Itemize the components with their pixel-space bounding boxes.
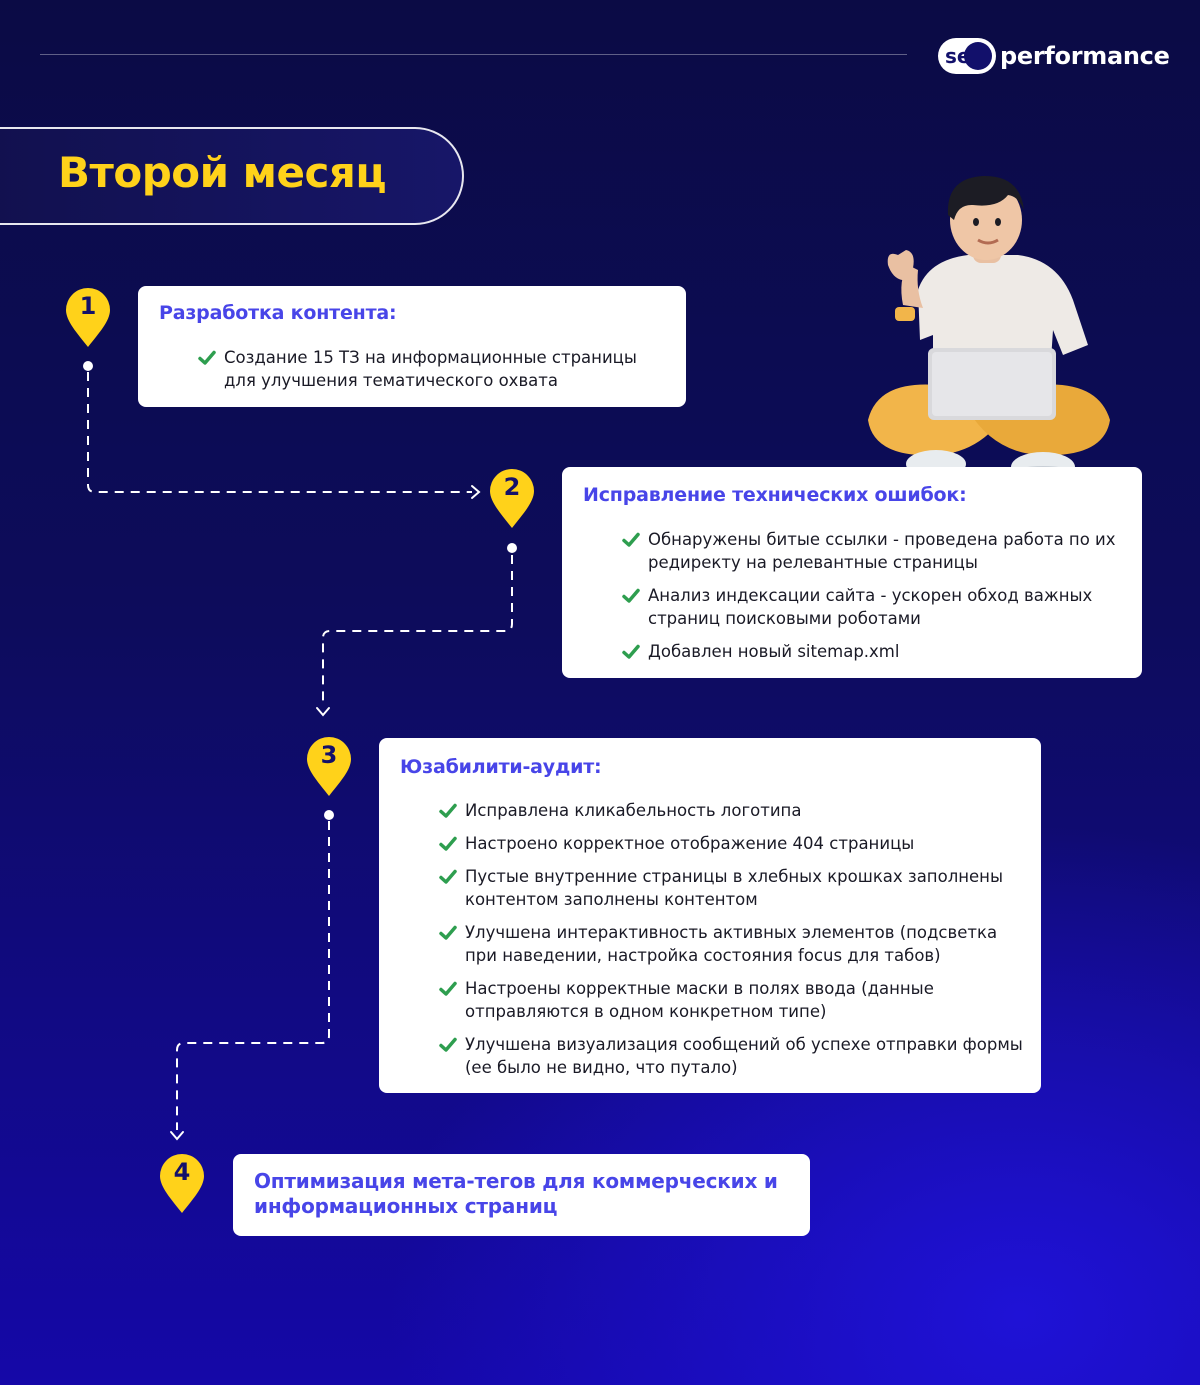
step-3-pin-icon: 3 (304, 736, 354, 798)
person-with-laptop-illustration (868, 175, 1110, 482)
check-icon (622, 588, 640, 603)
step-2-list: Обнаружены битые ссылки - проведена рабо… (622, 528, 1122, 663)
list-item: Добавлен новый sitemap.xml (622, 640, 1122, 663)
list-item-text: Исправлена кликабельность логотипа (465, 801, 802, 820)
list-item-text: Пустые внутренние страницы в хлебных кро… (465, 867, 1003, 909)
step-2-title: Исправление технических ошибок: (583, 484, 967, 506)
step-3-card: Юзабилити-аудит: Исправлена кликабельнос… (379, 738, 1041, 1093)
step-1-title: Разработка контента: (159, 302, 397, 324)
check-icon (198, 350, 216, 365)
check-icon (439, 1037, 457, 1052)
step-1-list: Создание 15 ТЗ на информационные страниц… (198, 346, 668, 392)
check-icon (439, 981, 457, 996)
step-2-card: Исправление технических ошибок: Обнаруже… (562, 467, 1142, 678)
step-4-number: 4 (173, 1158, 191, 1186)
step-4-title: Оптимизация мета-тегов для коммерческих … (254, 1169, 778, 1218)
step-2-pin-icon: 2 (487, 468, 537, 530)
check-icon (622, 644, 640, 659)
check-icon (439, 869, 457, 884)
header-rule (40, 54, 907, 55)
step-2-number: 2 (503, 473, 521, 501)
list-item-text: Улучшена визуализация сообщений об успех… (465, 1035, 1023, 1077)
check-icon (439, 925, 457, 940)
list-item-text: Создание 15 ТЗ на информационные страниц… (224, 348, 637, 390)
list-item-text: Настроены корректные маски в полях ввода… (465, 979, 934, 1021)
list-item: Пустые внутренние страницы в хлебных кро… (439, 865, 1024, 911)
check-icon (439, 836, 457, 851)
list-item: Улучшена интерактивность активных элемен… (439, 921, 1024, 967)
list-item: Анализ индексации сайта - ускорен обход … (622, 584, 1122, 630)
logo-mark: se (938, 38, 996, 74)
logo-se-text: se (945, 44, 971, 68)
list-item: Создание 15 ТЗ на информационные страниц… (198, 346, 668, 392)
connector-3-4 (176, 821, 330, 1130)
step-1-number: 1 (79, 292, 97, 320)
list-item: Улучшена визуализация сообщений об успех… (439, 1033, 1024, 1079)
logo-wordmark: performance (1000, 42, 1170, 70)
step-3-title: Юзабилити-аудит: (400, 756, 602, 778)
step-1-card: Разработка контента: Создание 15 ТЗ на и… (138, 286, 686, 407)
connector-2-3 (322, 555, 513, 706)
step-3-number: 3 (320, 741, 338, 769)
list-item-text: Улучшена интерактивность активных элемен… (465, 923, 998, 965)
list-item-text: Настроено корректное отображение 404 стр… (465, 834, 915, 853)
list-item: Настроены корректные маски в полях ввода… (439, 977, 1024, 1023)
list-item: Настроено корректное отображение 404 стр… (439, 832, 1024, 855)
check-icon (622, 532, 640, 547)
title-pill (0, 127, 464, 225)
brand-logo[interactable]: se performance (938, 36, 1170, 76)
list-item: Обнаружены битые ссылки - проведена рабо… (622, 528, 1122, 574)
step-4-pin-icon: 4 (157, 1153, 207, 1215)
step-3-list: Исправлена кликабельность логотипа Настр… (439, 799, 1024, 1079)
connector-1-2 (87, 372, 472, 493)
check-icon (439, 803, 457, 818)
step-4-card: Оптимизация мета-тегов для коммерческих … (233, 1154, 810, 1236)
list-item: Исправлена кликабельность логотипа (439, 799, 1024, 822)
step-1-pin-icon: 1 (63, 287, 113, 349)
logo-dot-icon (964, 42, 992, 70)
list-item-text: Обнаружены битые ссылки - проведена рабо… (648, 530, 1116, 572)
list-item-text: Анализ индексации сайта - ускорен обход … (648, 586, 1093, 628)
page-title: Второй месяц (58, 148, 387, 197)
list-item-text: Добавлен новый sitemap.xml (648, 642, 900, 661)
